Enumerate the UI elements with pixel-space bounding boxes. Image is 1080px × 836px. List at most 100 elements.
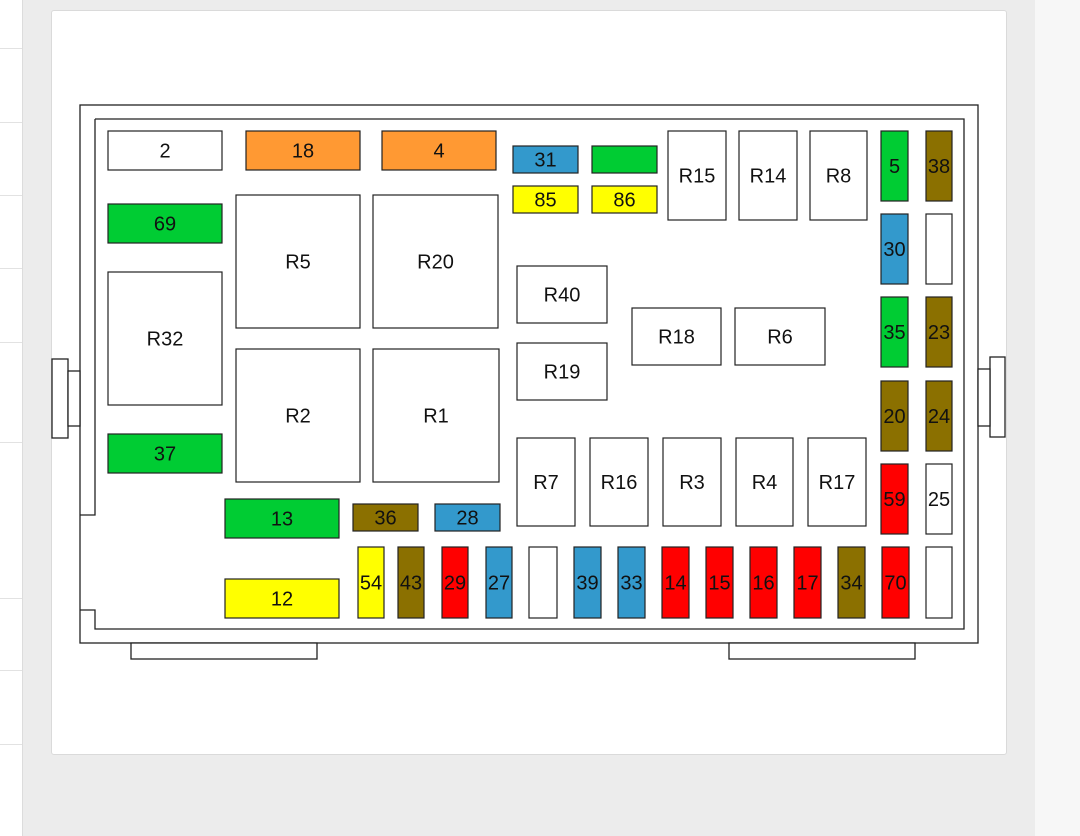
fuse-43-body: [397, 546, 425, 619]
fuse-14-label: 14: [664, 573, 686, 595]
fuse-27-body: [485, 546, 513, 619]
relay-r6-label: R6: [767, 327, 793, 349]
relay-r1-label: R1: [423, 406, 449, 428]
relay-r40-label: R40: [544, 285, 581, 307]
fuse-12-body: [224, 578, 340, 619]
relay-r8: R8: [809, 130, 868, 221]
relay-r2-label: R2: [285, 406, 311, 428]
fuse-2: 2: [107, 130, 223, 171]
relay-r32-body: [107, 271, 223, 406]
relay-r7-label: R7: [533, 472, 559, 494]
relay-r14-body: [738, 130, 798, 221]
relay-r5-body: [235, 194, 361, 329]
fuse-29-label: 29: [444, 573, 466, 595]
fuse-33-body: [617, 546, 646, 619]
relay-r7: R7: [516, 437, 576, 527]
fuse-25: 25: [925, 463, 953, 535]
divider: [0, 598, 22, 599]
left-latch-tab: [67, 370, 81, 427]
fuse-59: 59: [880, 463, 909, 535]
relay-r17-label: R17: [819, 472, 856, 494]
fuse-29: 29: [441, 546, 469, 619]
relay-r5: R5: [235, 194, 361, 329]
fuse-54: 54: [357, 546, 385, 619]
fuse-14: 14: [661, 546, 690, 619]
divider: [0, 48, 22, 49]
fuse-15: 15: [705, 546, 734, 619]
fuse-20-body: [880, 380, 909, 452]
fuse-25-body: [925, 463, 953, 535]
fuse-54-label: 54: [360, 573, 382, 595]
fuse-18-label: 18: [292, 141, 314, 163]
bottom-tab-left: [130, 642, 318, 660]
relay-r20-body: [372, 194, 499, 329]
relay-r14: R14: [738, 130, 798, 221]
relay-r20: R20: [372, 194, 499, 329]
fuse-37-label: 37: [154, 444, 176, 466]
relay-r4: R4: [735, 437, 794, 527]
fuse-43-label: 43: [400, 573, 422, 595]
fuse-2-label: 2: [159, 141, 170, 163]
fuse-unlabeled-4: [591, 145, 658, 174]
fuse-70-label: 70: [884, 573, 906, 595]
fuse-35-body: [880, 296, 909, 368]
left-latch: [51, 358, 69, 439]
fuse-70-body: [881, 546, 910, 619]
fuse-28: 28: [434, 503, 501, 532]
fuse-5-body: [880, 130, 909, 202]
fuse-34: 34: [837, 546, 866, 619]
fuse-54-body: [357, 546, 385, 619]
fuse-43: 43: [397, 546, 425, 619]
relay-r17: R17: [807, 437, 867, 527]
fuse-16-label: 16: [752, 573, 774, 595]
fuse-31-body: [512, 145, 579, 174]
fuse-18-body: [245, 130, 361, 171]
fuse-4-label: 4: [433, 141, 444, 163]
relay-r1-body: [372, 348, 500, 483]
relay-r1: R1: [372, 348, 500, 483]
fuse-17: 17: [793, 546, 822, 619]
relay-r19-body: [516, 342, 608, 401]
relay-r17-body: [807, 437, 867, 527]
fuse-17-body: [793, 546, 822, 619]
fuse-unlabeled-26: [925, 546, 953, 619]
fuse-unlabeled-30-body: [925, 213, 953, 285]
fuse-38: 38: [925, 130, 953, 202]
fuse-59-label: 59: [883, 489, 905, 511]
fuse-27-label: 27: [488, 573, 510, 595]
fuse-15-body: [705, 546, 734, 619]
relay-r20-label: R20: [417, 252, 454, 274]
relay-r18-body: [631, 307, 722, 366]
fuse-39: 39: [573, 546, 602, 619]
fuse-31: 31: [512, 145, 579, 174]
fuse-30: 30: [880, 213, 909, 285]
fuse-38-label: 38: [928, 156, 950, 178]
fuse-39-label: 39: [576, 573, 598, 595]
relay-r8-body: [809, 130, 868, 221]
divider: [0, 670, 22, 671]
relay-r14-label: R14: [750, 166, 787, 188]
divider: [0, 122, 22, 123]
relay-r16-body: [589, 437, 649, 527]
fuse-4: 4: [381, 130, 497, 171]
relay-r3-label: R3: [679, 472, 705, 494]
fuse-20: 20: [880, 380, 909, 452]
fuse-13-body: [224, 498, 340, 539]
fuse-35-label: 35: [883, 322, 905, 344]
fuse-85-body: [512, 185, 579, 214]
relay-r40: R40: [516, 265, 608, 324]
fuse-24: 24: [925, 380, 953, 452]
relay-r16-label: R16: [601, 472, 638, 494]
fuse-69-body: [107, 203, 223, 244]
fuse-39-body: [573, 546, 602, 619]
divider: [0, 342, 22, 343]
divider: [0, 195, 22, 196]
relay-r40-body: [516, 265, 608, 324]
fuse-23: 23: [925, 296, 953, 368]
relay-r2-body: [235, 348, 361, 483]
fuse-14-body: [661, 546, 690, 619]
relay-r15-body: [667, 130, 727, 221]
fuse-33: 33: [617, 546, 646, 619]
fuse-29-body: [441, 546, 469, 619]
